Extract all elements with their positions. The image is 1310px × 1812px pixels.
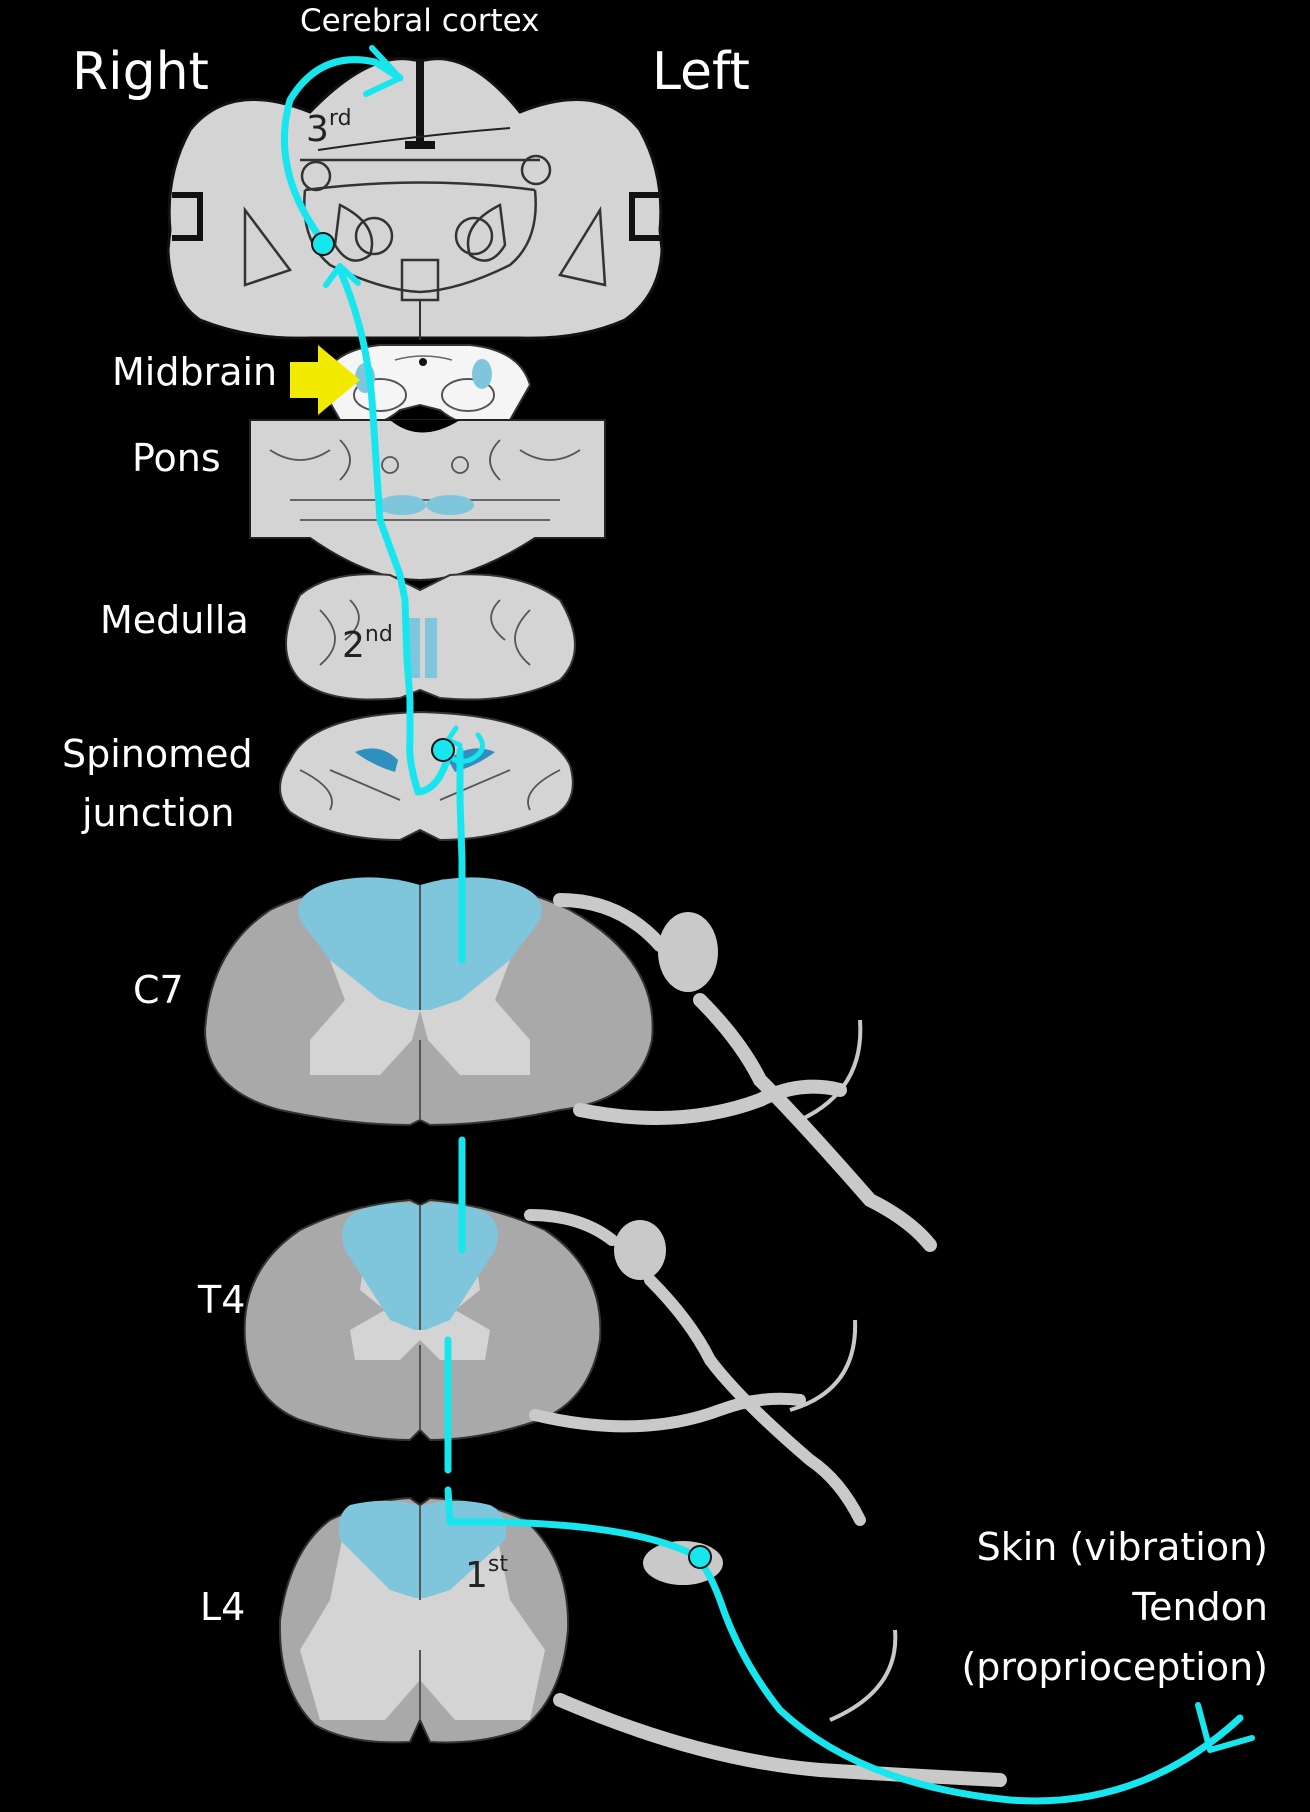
lateral-sulcus-left bbox=[629, 192, 660, 241]
receptor-label-line3: (proprioception) bbox=[961, 1645, 1268, 1689]
t4-section bbox=[243, 1198, 866, 1526]
thalamus-arrowhead bbox=[323, 263, 361, 288]
right-side-label: Right bbox=[72, 42, 209, 102]
second-order-cell-body bbox=[431, 738, 455, 762]
medulla-label: Medulla bbox=[100, 598, 249, 642]
l4-dorsal-root bbox=[553, 1693, 1007, 1787]
cerebrum-outline bbox=[166, 57, 664, 340]
pons-section bbox=[249, 419, 606, 582]
c7-dorsal-root-ganglion bbox=[658, 912, 718, 992]
deep-nuclei bbox=[243, 158, 607, 302]
medulla-section bbox=[285, 573, 576, 701]
l4-section bbox=[278, 1496, 1007, 1787]
cerebrum-section bbox=[166, 57, 664, 340]
cortex-arrowhead bbox=[363, 45, 403, 97]
medial-lemniscus-pons-left bbox=[426, 495, 474, 515]
spinomedullary-section bbox=[279, 710, 574, 842]
cerebral-cortex-label: Cerebral cortex bbox=[300, 3, 540, 39]
t4-dorsal-root bbox=[524, 1209, 866, 1526]
c7-section bbox=[203, 877, 937, 1252]
second-order-neuron bbox=[396, 571, 454, 796]
left-side-label: Left bbox=[652, 42, 750, 102]
third-order-cell-body bbox=[311, 232, 335, 256]
spinomed-label-line1: Spinomed bbox=[62, 732, 253, 776]
first-order-marker: 1st bbox=[465, 1552, 508, 1596]
third-order-neuron bbox=[281, 56, 404, 244]
yellow-arrow-icon bbox=[290, 345, 360, 415]
lateral-sulcus-right bbox=[172, 192, 203, 241]
c7-label: C7 bbox=[133, 968, 184, 1012]
receptor-label-line1: Skin (vibration) bbox=[976, 1525, 1268, 1569]
t4-label: T4 bbox=[198, 1278, 246, 1322]
medial-lemniscus-pons-right bbox=[378, 495, 426, 515]
spinomed-outline bbox=[279, 710, 574, 842]
l4-grey-matter bbox=[300, 1525, 545, 1720]
pons-label: Pons bbox=[132, 436, 221, 480]
first-order-cell-body bbox=[688, 1545, 712, 1569]
ascending-ml bbox=[336, 266, 404, 579]
longitudinal-fissure bbox=[405, 60, 435, 149]
dcml-pathway bbox=[281, 45, 1255, 1805]
medial-lemniscus-midbrain-left bbox=[472, 359, 492, 389]
midbrain-label: Midbrain bbox=[112, 350, 278, 394]
receptor-label-line2: Tendon bbox=[1132, 1585, 1268, 1629]
medial-lemniscus-medulla-right bbox=[408, 618, 420, 678]
first-order-neuron bbox=[444, 746, 1244, 1805]
t4-dorsal-root-ganglion bbox=[614, 1220, 666, 1280]
spinomed-label-line2: junction bbox=[82, 791, 235, 835]
corpus-callosum bbox=[317, 127, 511, 151]
receptor-arrowhead bbox=[1195, 1702, 1255, 1753]
l4-label: L4 bbox=[200, 1585, 246, 1629]
medial-lemniscus-medulla-left bbox=[425, 618, 437, 678]
second-order-marker: 2nd bbox=[342, 622, 393, 666]
c7-dorsal-root bbox=[553, 893, 937, 1252]
third-order-marker: 3rd bbox=[306, 106, 352, 150]
